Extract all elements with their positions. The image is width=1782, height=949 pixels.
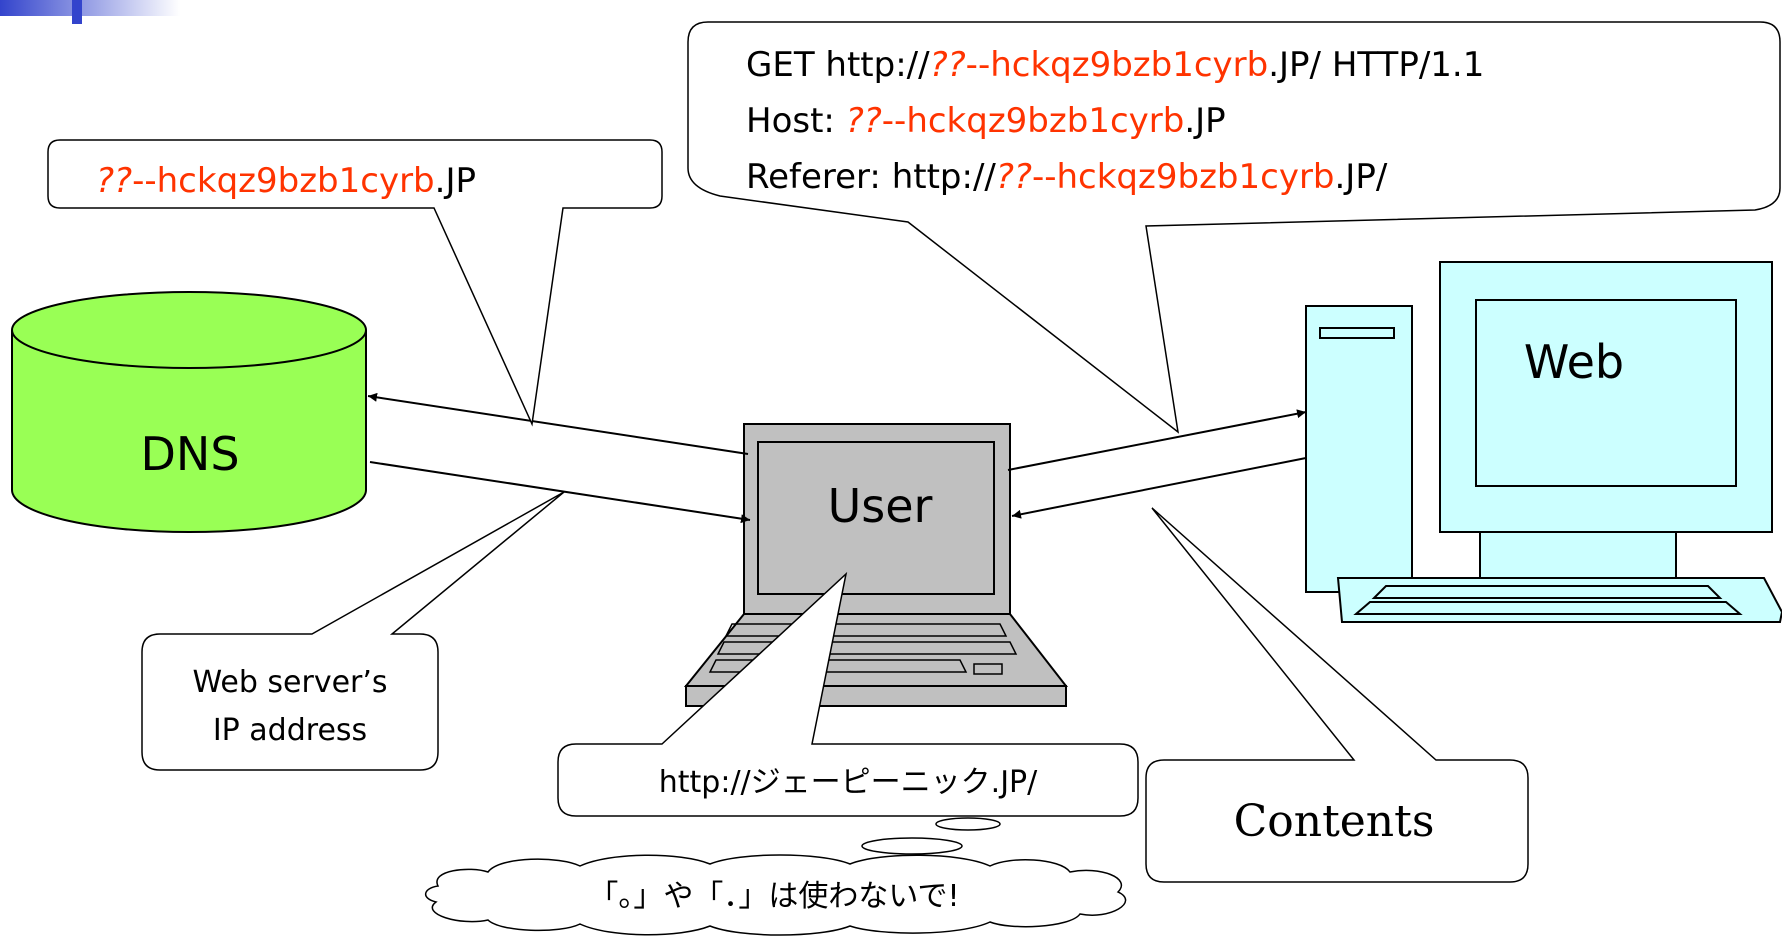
http-request-line-referer: Referer: http://??--hckqz9bzb1cyrb.JP/ — [746, 157, 1388, 197]
contents-label: Contents — [1234, 796, 1435, 847]
referer-line-start: Referer: http:// — [746, 157, 996, 197]
user-laptop-icon — [683, 423, 1069, 707]
dns-query-callout — [47, 139, 663, 427]
referer-line-prefix: ?? — [996, 157, 1032, 197]
http-request-line-host: Host: ??--hckqz9bzb1cyrb.JP — [746, 101, 1226, 141]
dns-reply-callout — [141, 491, 565, 771]
arrow-user-to-dns — [367, 392, 749, 455]
dns-query-text: ??--hckqz9bzb1cyrb.JP — [96, 161, 476, 201]
host-line-prefix: ?? — [846, 101, 882, 141]
dns-query-domain: --hckqz9bzb1cyrb — [132, 161, 435, 201]
http-request-callout — [687, 21, 1781, 434]
host-line-start: Host: — [746, 101, 846, 141]
get-line-start: GET http:// — [746, 45, 930, 85]
user-label: User — [828, 479, 933, 533]
dns-query-suffix: .JP — [435, 161, 476, 201]
host-line-domain: --hckqz9bzb1cyrb — [882, 101, 1185, 141]
user-input-url: http://ジェーピーニック.JP/ — [659, 765, 1038, 800]
user-input-callout — [557, 571, 1139, 817]
get-line-end: .JP/ HTTP/1.1 — [1268, 45, 1484, 85]
thought-bubble — [425, 817, 1127, 936]
dns-reply-line1: Web server’s — [192, 665, 387, 700]
referer-line-domain: --hckqz9bzb1cyrb — [1032, 157, 1335, 197]
thought-text: 「。」や「．」は使わないで! — [588, 879, 959, 914]
contents-callout — [1145, 507, 1529, 883]
dns-query-prefix: ?? — [96, 161, 132, 201]
dns-label: DNS — [140, 427, 239, 481]
arrow-user-to-web — [1007, 409, 1307, 471]
arrow-dns-to-user — [369, 461, 751, 524]
referer-line-end: .JP/ — [1335, 157, 1388, 197]
web-server-icon — [1305, 261, 1782, 623]
get-line-domain: --hckqz9bzb1cyrb — [966, 45, 1269, 85]
http-request-line-get: GET http://??--hckqz9bzb1cyrb.JP/ HTTP/1… — [746, 45, 1484, 85]
get-line-prefix: ?? — [930, 45, 966, 85]
web-label: Web — [1524, 335, 1624, 389]
dns-reply-line2: IP address — [213, 713, 367, 748]
host-line-end: .JP — [1184, 101, 1225, 141]
header-decoration — [0, 0, 180, 24]
dns-server-icon — [11, 291, 367, 534]
arrow-web-to-user — [1011, 457, 1307, 519]
